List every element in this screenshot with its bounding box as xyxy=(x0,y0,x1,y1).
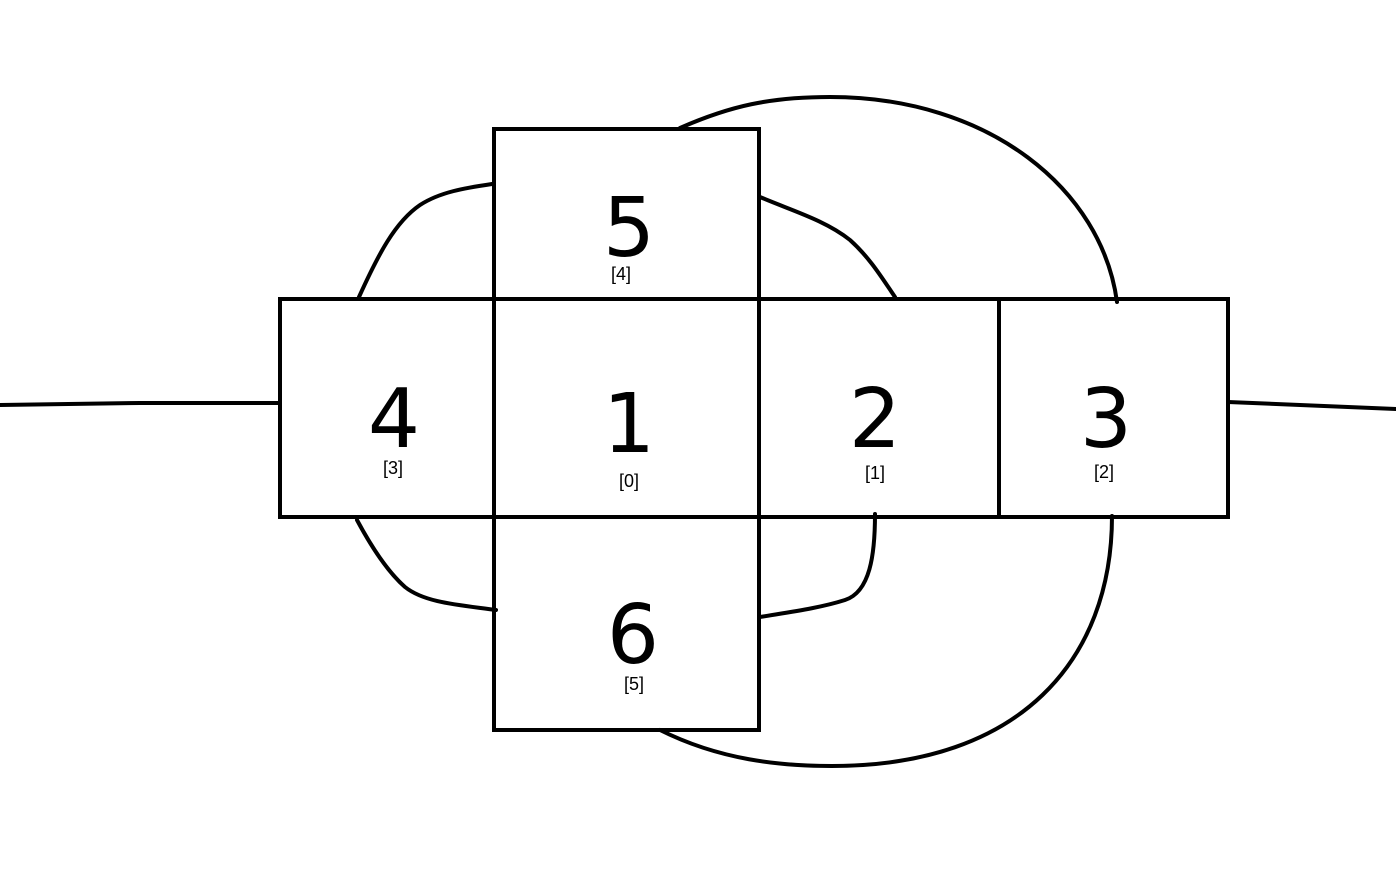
link-face-4-to-face-5 xyxy=(357,182,494,299)
link-left-edge-to-face-4 xyxy=(0,401,281,407)
face-2-number: 2 xyxy=(849,372,901,467)
face-4-index: [3] xyxy=(383,458,403,478)
face-4-number: 4 xyxy=(368,372,420,467)
face-3-number: 3 xyxy=(1080,372,1132,467)
face-5-number: 5 xyxy=(603,181,655,276)
face-5-index: [4] xyxy=(611,264,631,284)
face-1-index: [0] xyxy=(619,471,639,491)
link-face-5-to-face-3 xyxy=(678,95,1119,304)
link-face-6-to-face-2 xyxy=(758,512,877,619)
face-1-number: 1 xyxy=(603,377,655,472)
link-face-3-to-right-edge xyxy=(1226,400,1396,411)
face-6-index: [5] xyxy=(624,674,644,694)
face-6-box xyxy=(492,515,761,732)
face-6-number: 6 xyxy=(607,588,659,683)
link-face-5-to-face-2 xyxy=(758,195,897,299)
face-3-index: [2] xyxy=(1094,462,1114,482)
face-2-index: [1] xyxy=(865,463,885,483)
face-3-box xyxy=(997,297,1230,519)
link-face-4-to-face-6 xyxy=(355,518,498,612)
link-face-6-to-face-3 xyxy=(658,514,1114,768)
